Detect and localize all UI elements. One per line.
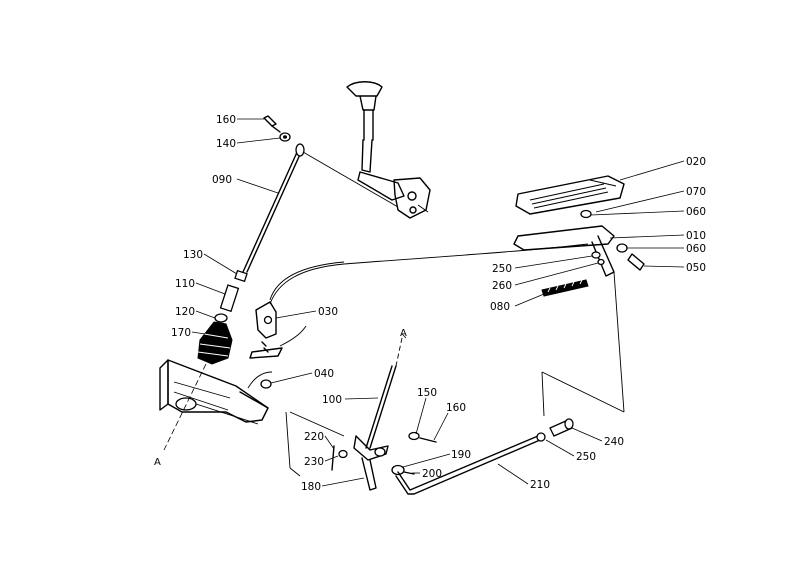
label-070: 070: [686, 186, 706, 198]
section-mark-left: A: [154, 457, 161, 468]
label-030: 030: [318, 306, 338, 318]
lower-linkage: [331, 337, 437, 491]
label-150: 150: [417, 387, 437, 399]
label-160-mid: 160: [446, 402, 466, 414]
label-080: 080: [490, 301, 510, 313]
throttle-rod: [242, 143, 399, 273]
label-140: 140: [216, 138, 236, 150]
label-060-lower: 060: [686, 243, 706, 255]
label-170: 170: [171, 327, 191, 339]
part-labels: 160 140 090 130 110 120 170 030 040 100 …: [171, 114, 706, 493]
pin-and-washer-top: [263, 115, 291, 142]
label-090: 090: [212, 174, 232, 186]
connecting-rod: [395, 418, 574, 495]
label-250-lower: 250: [576, 451, 596, 463]
label-250-upper: 250: [492, 263, 512, 275]
section-marks: A A: [154, 328, 407, 468]
label-200: 200: [422, 468, 442, 480]
label-240: 240: [604, 436, 624, 448]
label-260: 260: [492, 280, 512, 292]
label-190: 190: [451, 449, 471, 461]
label-050: 050: [686, 262, 706, 274]
section-mark-middle: A: [400, 328, 407, 339]
label-130: 130: [183, 249, 203, 261]
label-100: 100: [322, 394, 342, 406]
label-120: 120: [175, 306, 195, 318]
rod-fittings: [214, 269, 248, 323]
cable-bracket: [247, 301, 307, 389]
link-rod: [541, 271, 625, 417]
label-220: 220: [304, 431, 324, 443]
hand-lever: [346, 81, 431, 219]
label-010: 010: [686, 230, 706, 242]
label-210: 210: [530, 479, 550, 491]
throttle-cable: [269, 243, 589, 305]
label-020: 020: [686, 156, 706, 168]
leader-lines: [191, 118, 685, 487]
label-230: 230: [304, 456, 324, 468]
label-060-upper: 060: [686, 206, 706, 218]
label-160-top: 160: [216, 114, 236, 126]
label-110: 110: [175, 278, 195, 290]
label-040: 040: [314, 368, 334, 380]
section-line: [285, 411, 345, 477]
floor-panel: [159, 359, 269, 451]
accelerator-pedal: [513, 175, 645, 297]
rubber-boot: [197, 321, 233, 365]
label-180: 180: [301, 481, 321, 493]
